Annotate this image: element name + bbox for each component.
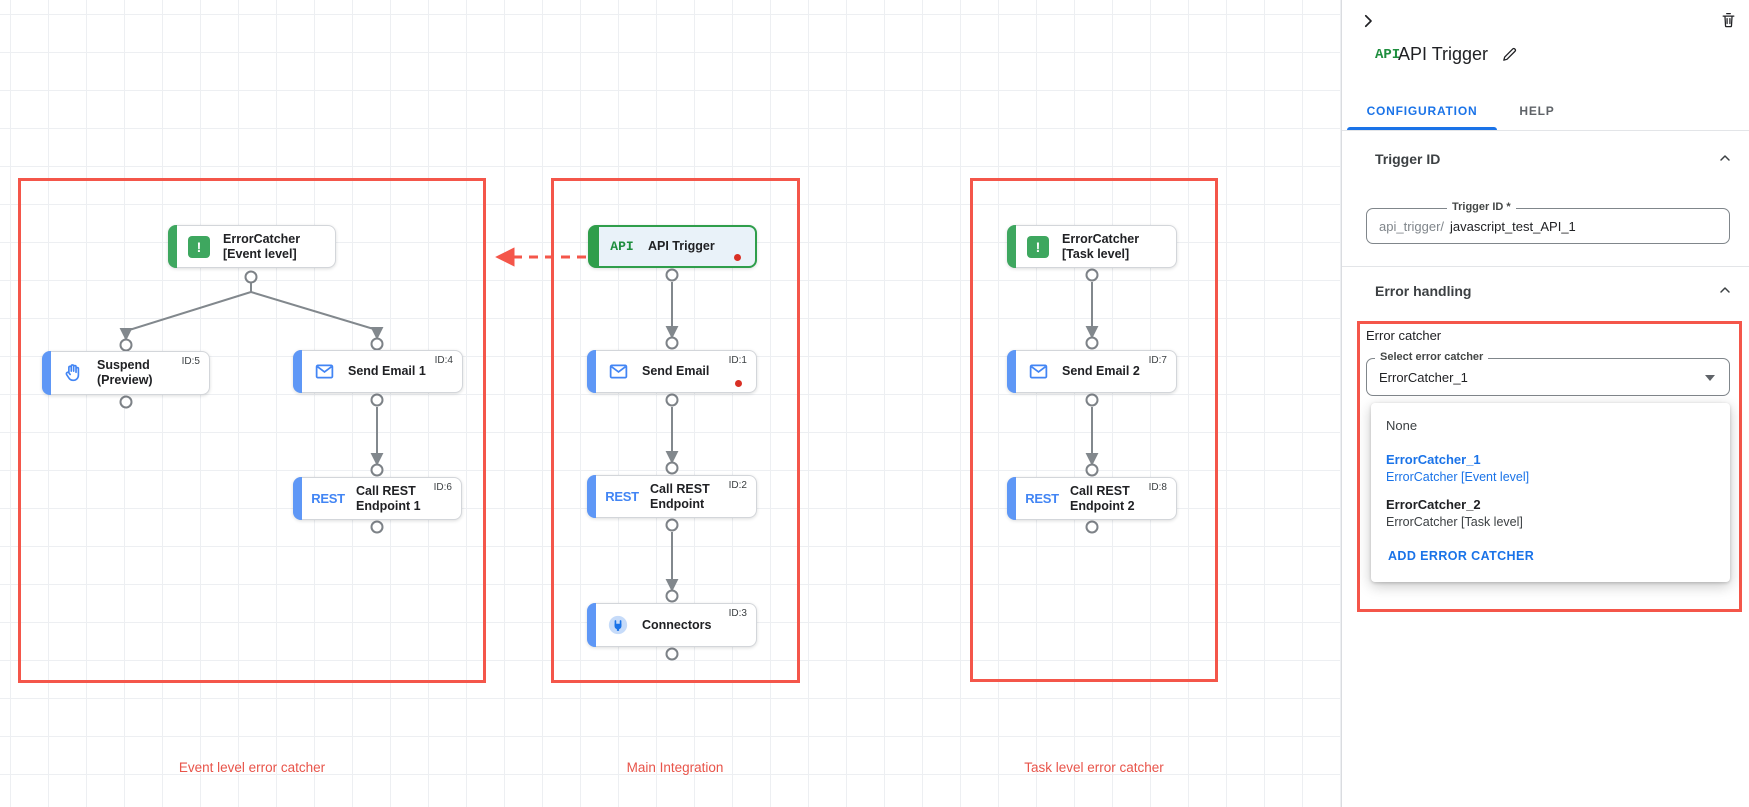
dropdown-option-none[interactable]: None xyxy=(1386,418,1418,433)
node-accent-bar xyxy=(293,477,302,520)
group-box-event-level xyxy=(18,178,486,683)
node-accent-bar xyxy=(293,350,302,393)
edit-title-icon[interactable] xyxy=(1501,46,1518,63)
tab-active-indicator xyxy=(1347,127,1497,130)
status-dot xyxy=(734,254,741,261)
tab-configuration[interactable]: CONFIGURATION xyxy=(1366,104,1478,118)
node-errorcatcher-event-level[interactable]: ! ErrorCatcher[Event level] xyxy=(168,225,336,268)
node-send-email-1[interactable]: Send Email 1 ID:4 xyxy=(293,350,463,393)
divider xyxy=(1342,130,1749,131)
node-accent-bar xyxy=(587,475,596,518)
section-heading-trigger-id: Trigger ID xyxy=(1375,151,1441,167)
node-title: ErrorCatcher xyxy=(223,231,301,246)
node-id-badge: ID:4 xyxy=(434,355,453,366)
workflow-edges xyxy=(119,247,1099,661)
api-icon: API xyxy=(610,239,634,254)
group-label-main-integration: Main Integration xyxy=(626,760,724,775)
node-id-badge: ID:1 xyxy=(728,355,747,366)
node-id-badge: ID:7 xyxy=(1148,355,1167,366)
node-accent-bar xyxy=(1007,350,1016,393)
node-subtitle: [Event level] xyxy=(223,246,297,261)
connectors-icon xyxy=(605,614,631,636)
node-id-badge: ID:3 xyxy=(728,608,747,619)
error-catcher-label: Error catcher xyxy=(1366,328,1442,343)
node-title: Send Email xyxy=(642,364,710,378)
config-panel: API API Trigger CONFIGURATION HELP Trigg… xyxy=(1341,0,1749,807)
email-icon xyxy=(1025,361,1051,382)
trigger-id-prefix: api_trigger/ xyxy=(1379,218,1445,234)
node-send-email[interactable]: Send Email ID:1 xyxy=(587,350,757,393)
group-box-task-level xyxy=(970,178,1218,682)
rest-icon: REST xyxy=(605,489,639,504)
node-title: Suspend xyxy=(97,358,150,372)
node-title: Send Email 2 xyxy=(1062,364,1140,378)
error-catcher-dropdown: None ErrorCatcher_1 ErrorCatcher [Event … xyxy=(1371,403,1730,582)
node-accent-bar xyxy=(1007,477,1016,520)
node-id-badge: ID:8 xyxy=(1148,482,1167,493)
node-accent-bar xyxy=(587,603,596,647)
dropdown-option-errorcatcher-2[interactable]: ErrorCatcher_2 ErrorCatcher [Task level] xyxy=(1386,497,1523,529)
tab-help[interactable]: HELP xyxy=(1519,104,1555,118)
group-label-event-level: Event level error catcher xyxy=(178,760,326,775)
trigger-id-value: javascript_test_API_1 xyxy=(1450,218,1576,234)
node-subtitle: [Task level] xyxy=(1062,246,1130,261)
panel-title: API Trigger xyxy=(1398,44,1489,64)
select-error-catcher-label: Select error catcher xyxy=(1375,351,1489,363)
api-trigger-badge: API xyxy=(1375,47,1401,63)
node-subtitle: Endpoint xyxy=(650,496,705,511)
collapse-panel-icon[interactable] xyxy=(1359,12,1377,30)
node-title: Call REST xyxy=(650,481,710,496)
node-api-trigger[interactable]: API API Trigger xyxy=(588,225,757,268)
select-error-catcher[interactable]: Select error catcher ErrorCatcher_1 xyxy=(1366,351,1730,396)
node-id-badge: ID:6 xyxy=(433,482,452,493)
node-title: Send Email 1 xyxy=(348,364,426,378)
node-accent-bar xyxy=(1007,225,1016,268)
section-heading-error-handling: Error handling xyxy=(1375,283,1472,299)
group-label-task-level: Task level error catcher xyxy=(1024,760,1164,775)
error-catcher-icon: ! xyxy=(1025,235,1051,258)
add-error-catcher-button[interactable]: ADD ERROR CATCHER xyxy=(1388,549,1535,563)
trigger-id-field-label: Trigger ID * xyxy=(1447,201,1516,213)
dropdown-caret-icon xyxy=(1705,375,1715,381)
node-accent-bar xyxy=(168,225,177,268)
email-icon xyxy=(311,361,337,382)
error-catcher-icon: ! xyxy=(186,235,212,258)
dropdown-option-errorcatcher-1[interactable]: ErrorCatcher_1 ErrorCatcher [Event level… xyxy=(1386,452,1530,484)
trigger-id-field[interactable]: Trigger ID * api_trigger/ javascript_tes… xyxy=(1366,201,1730,244)
node-subtitle: Endpoint 1 xyxy=(356,498,421,513)
node-id-badge: ID:2 xyxy=(728,480,747,491)
node-subtitle: (Preview) xyxy=(97,373,153,387)
node-title: ErrorCatcher xyxy=(1062,231,1140,246)
email-icon xyxy=(605,361,631,382)
node-suspend[interactable]: Suspend(Preview) ID:5 xyxy=(42,351,210,395)
rest-icon: REST xyxy=(311,491,345,506)
suspend-hand-icon xyxy=(60,362,86,384)
collapse-section-icon[interactable] xyxy=(1717,282,1733,303)
status-dot xyxy=(735,380,742,387)
rest-icon: REST xyxy=(1025,491,1059,506)
group-box-main-integration xyxy=(551,178,800,683)
delete-trigger-icon[interactable] xyxy=(1720,11,1737,29)
node-title: Call REST xyxy=(1070,483,1130,498)
node-subtitle: Endpoint 2 xyxy=(1070,498,1135,513)
node-connectors[interactable]: Connectors ID:3 xyxy=(587,603,757,647)
workflow-canvas[interactable]: Event level error catcher Main Integrati… xyxy=(0,0,1341,807)
node-accent-bar xyxy=(587,350,596,393)
select-error-catcher-value: ErrorCatcher_1 xyxy=(1379,369,1468,385)
node-accent-bar xyxy=(589,226,599,267)
node-id-badge: ID:5 xyxy=(181,356,200,367)
node-errorcatcher-task-level[interactable]: ! ErrorCatcher[Task level] xyxy=(1007,225,1177,268)
node-title: API Trigger xyxy=(648,239,715,253)
collapse-section-icon[interactable] xyxy=(1717,150,1733,171)
node-title: Call REST xyxy=(356,483,416,498)
node-send-email-2[interactable]: Send Email 2 ID:7 xyxy=(1007,350,1177,393)
node-accent-bar xyxy=(42,351,51,395)
error-catcher-highlight-frame xyxy=(1357,321,1742,612)
divider xyxy=(1342,266,1749,267)
node-title: Connectors xyxy=(642,617,712,632)
